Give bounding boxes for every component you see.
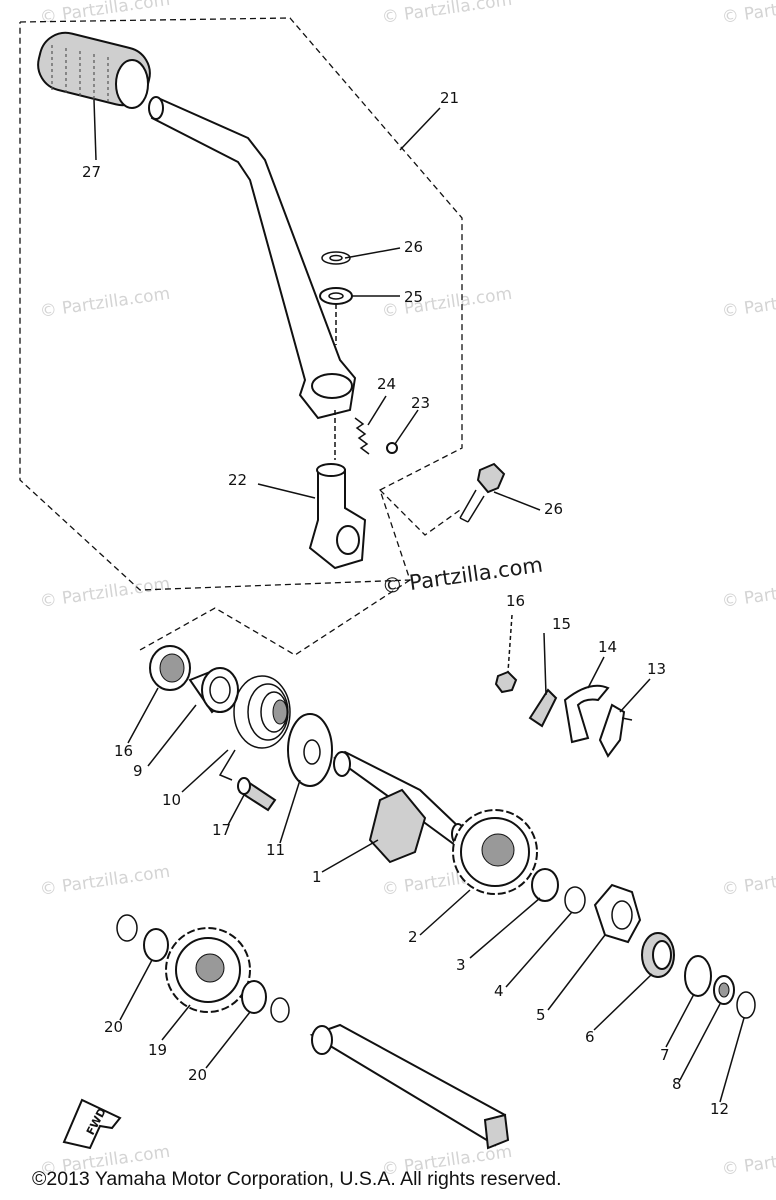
callout-20-lower: 20	[188, 1066, 208, 1084]
circlip-20-lower	[270, 997, 290, 1023]
kick-crank-arm	[148, 96, 357, 420]
ball-23	[386, 442, 398, 454]
collar-9	[188, 667, 239, 714]
plate-11	[287, 713, 333, 787]
callout-19: 19	[148, 1041, 168, 1059]
assembly-boundary-lower	[139, 579, 411, 656]
callout-11: 11	[266, 841, 286, 859]
bolt-28	[459, 462, 506, 523]
grip-rubber	[37, 31, 151, 109]
callout-1: 1	[312, 868, 322, 886]
callout-7: 7	[660, 1046, 670, 1064]
callout-26: 26	[404, 238, 424, 256]
circlip-12	[736, 991, 756, 1019]
pin-17	[237, 777, 277, 812]
idler-gear-19	[165, 927, 251, 1013]
idler-shaft	[309, 1023, 510, 1150]
washer-7	[684, 955, 712, 997]
kick-gear-2	[452, 809, 538, 895]
callout-5: 5	[536, 1006, 546, 1024]
oil-seal-18	[149, 645, 191, 691]
callout-15: 15	[552, 615, 572, 633]
spring-24	[354, 417, 370, 455]
washer-20	[143, 928, 169, 962]
callout-23: 23	[411, 394, 431, 412]
fwd-arrow	[62, 1098, 122, 1150]
callout-22: 22	[228, 471, 248, 489]
bolt-16	[494, 614, 518, 694]
assembly-boundary	[19, 17, 463, 591]
washer-3	[531, 868, 559, 902]
callout-6: 6	[585, 1028, 595, 1046]
callout-21: 21	[440, 89, 460, 107]
kick-boss-22	[308, 463, 367, 570]
circlip-4	[564, 886, 586, 914]
callout-4: 4	[494, 982, 504, 1000]
torsion-spring-10	[218, 675, 291, 781]
callout-26-lower: 26	[544, 500, 564, 518]
callout-10: 10	[162, 791, 182, 809]
callout-12: 12	[710, 1100, 730, 1118]
washer-20-lower	[241, 980, 267, 1014]
kick-axle-1	[333, 750, 465, 864]
callout-16-lower: 16	[114, 742, 134, 760]
copyright-notice: ©2013 Yamaha Motor Corporation, U.S.A. A…	[32, 1168, 562, 1190]
callout-25: 25	[404, 288, 424, 306]
bolt-link	[379, 489, 461, 536]
spring-13	[598, 703, 633, 758]
callout-24: 24	[377, 375, 397, 393]
callout-16: 16	[506, 592, 526, 610]
plate-14	[563, 684, 610, 744]
callout-9: 9	[133, 762, 143, 780]
callout-13: 13	[647, 660, 667, 678]
circlip-20-top	[116, 914, 138, 942]
spring-6	[641, 932, 675, 978]
circlip-26	[321, 251, 351, 265]
callout-14: 14	[598, 638, 618, 656]
callout-17: 17	[212, 821, 232, 839]
ratchet-5	[593, 883, 642, 944]
collar-8	[713, 975, 735, 1005]
callout-8: 8	[672, 1075, 682, 1093]
clip-15	[528, 688, 558, 728]
callout-20: 20	[104, 1018, 124, 1036]
callout-2: 2	[408, 928, 418, 946]
callout-3: 3	[456, 956, 466, 974]
washer-25	[319, 287, 353, 305]
callout-27: 27	[82, 163, 102, 181]
